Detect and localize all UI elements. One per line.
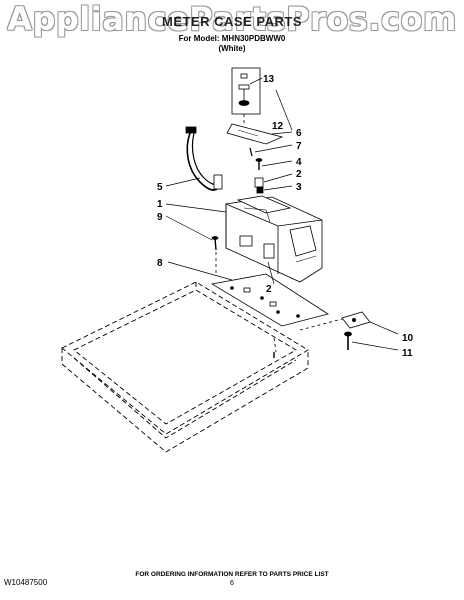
callout-11: 11 bbox=[402, 348, 413, 359]
part-8-base-plate bbox=[210, 273, 329, 327]
part-6-cover-plate bbox=[226, 123, 284, 145]
document-number: W10487500 bbox=[4, 578, 48, 587]
callout-10: 10 bbox=[402, 333, 414, 344]
callout-6: 6 bbox=[296, 128, 302, 139]
model-subtitle: For Model: MHN30PDBWW0 bbox=[178, 34, 286, 43]
callout-9: 9 bbox=[157, 212, 163, 223]
part-3-bracket bbox=[256, 186, 264, 194]
callout-2-lower: 2 bbox=[266, 284, 272, 295]
ordering-note: FOR ORDERING INFORMATION REFER TO PARTS … bbox=[135, 571, 329, 578]
frame-outline bbox=[61, 281, 309, 453]
callout-3: 3 bbox=[296, 182, 302, 193]
page-number: 6 bbox=[230, 580, 234, 587]
page-title: METER CASE PARTS bbox=[162, 14, 302, 29]
callout-12: 12 bbox=[272, 121, 284, 132]
callout-1: 1 bbox=[157, 199, 163, 210]
part-2-clip bbox=[254, 177, 264, 188]
callout-4: 4 bbox=[296, 157, 302, 168]
color-subtitle: (White) bbox=[218, 44, 246, 53]
part-7-screw bbox=[249, 147, 253, 157]
part-9-screw bbox=[214, 237, 217, 251]
callout-2-upper: 2 bbox=[296, 169, 302, 180]
part-5-wire-harness bbox=[185, 126, 223, 191]
part-1-meter-case bbox=[225, 195, 323, 283]
watermark: AppliancePartsPros.com bbox=[7, 0, 457, 38]
callout-7: 7 bbox=[296, 141, 302, 152]
leader-lines bbox=[165, 77, 399, 351]
callout-13: 13 bbox=[263, 74, 275, 85]
callout-8: 8 bbox=[157, 258, 163, 269]
callout-5: 5 bbox=[157, 182, 163, 193]
part-13-screw-group bbox=[231, 67, 261, 115]
